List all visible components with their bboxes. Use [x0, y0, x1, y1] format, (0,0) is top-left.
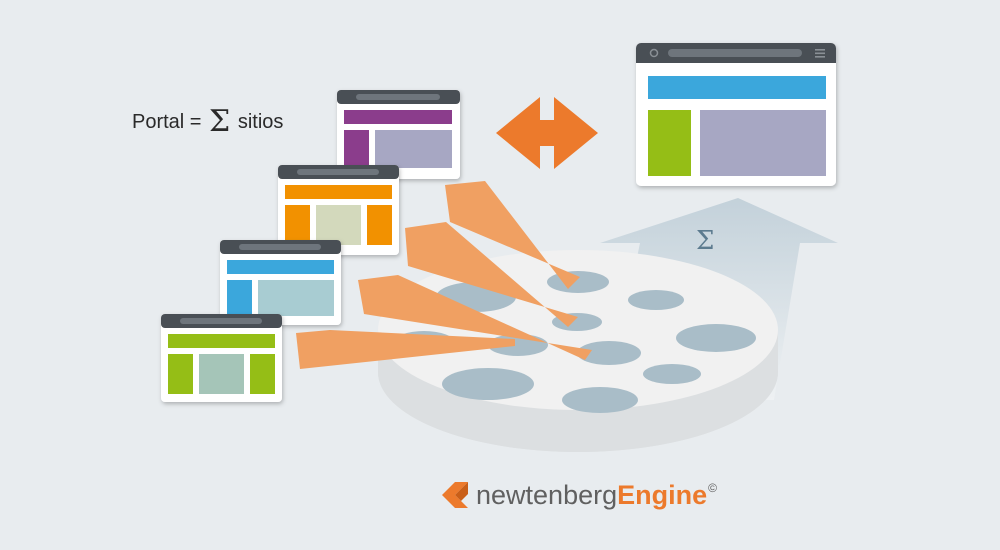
sigma-symbol: Σ	[209, 104, 231, 139]
formula-right: sitios	[237, 111, 284, 133]
site-window-purple	[337, 90, 460, 179]
site-window-green	[161, 314, 282, 402]
arrow-to-site-2	[405, 222, 578, 327]
logo-text-part2: Engine	[617, 480, 708, 510]
arrow-to-site-1	[445, 181, 580, 289]
portal-formula: Portal = Σ sitios	[132, 104, 283, 139]
menu-icon	[815, 49, 825, 51]
portal-window	[636, 43, 836, 186]
content-disk	[378, 250, 778, 452]
logo-text-part1: newtenberg	[476, 480, 618, 510]
arrow-to-site-4	[296, 330, 515, 369]
logo-wordmark: newtenbergEngine©	[476, 480, 717, 511]
logo: newtenbergEngine©	[440, 480, 717, 511]
site-window-blue	[220, 240, 341, 325]
reload-icon	[649, 48, 659, 58]
aggregation-sigma-label: Σ	[696, 226, 715, 256]
distribution-arrows	[296, 181, 592, 369]
arrow-to-site-3	[358, 275, 592, 360]
logo-mark-icon	[442, 482, 468, 508]
double-arrow-icon	[496, 97, 598, 169]
site-window-orange	[278, 165, 399, 255]
formula-left: Portal =	[132, 111, 202, 133]
logo-copyright: ©	[708, 481, 717, 495]
